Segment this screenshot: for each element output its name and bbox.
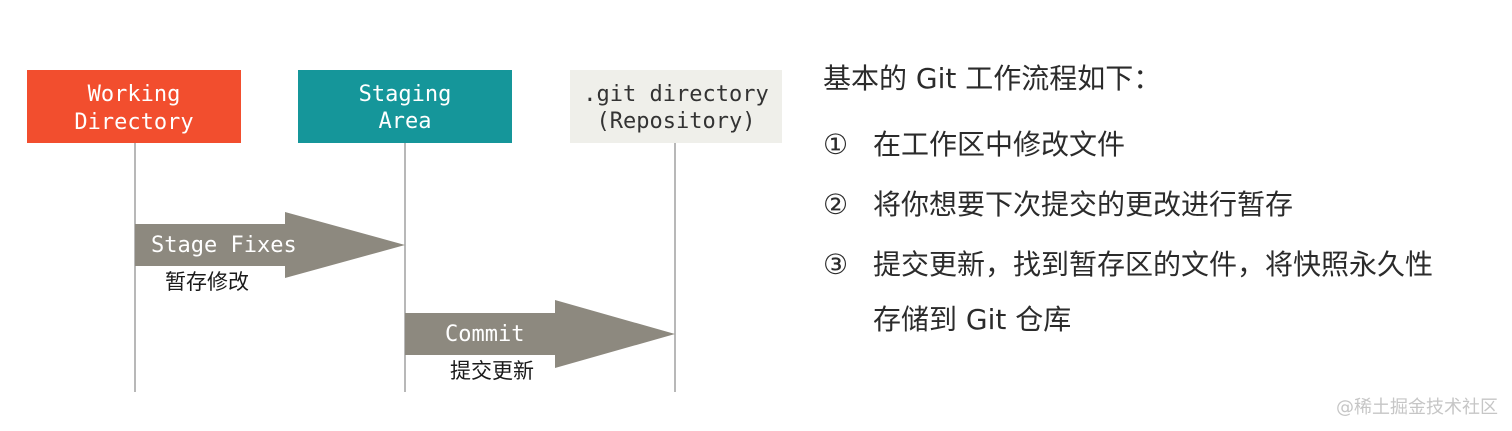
working-directory-label-line1: Working xyxy=(88,82,181,107)
git-workflow-diagram: Working Directory Staging Area .git dire… xyxy=(27,70,782,392)
step-1-number: ① xyxy=(823,128,849,161)
workflow-step-2: ② 将你想要下次提交的更改进行暂存 xyxy=(823,188,1293,222)
step-3-text-continued: 存储到 Git 仓库 xyxy=(873,303,1072,336)
workflow-heading: 基本的 Git 工作流程如下： xyxy=(823,62,1162,95)
stage-fixes-caption: 暂存修改 xyxy=(165,270,249,294)
workflow-step-1: ① 在工作区中修改文件 xyxy=(823,128,1125,162)
stage-fixes-arrow-label: Stage Fixes xyxy=(151,233,297,258)
staging-area-label-line1: Staging xyxy=(359,82,452,107)
step-2-number: ② xyxy=(823,188,849,221)
step-2-text: 将你想要下次提交的更改进行暂存 xyxy=(873,188,1294,221)
working-directory-box-bg xyxy=(27,70,241,143)
stage-fixes-arrow: Stage Fixes 暂存修改 xyxy=(135,212,405,294)
commit-arrow-shape xyxy=(405,300,675,368)
workflow-step-3: ③ 提交更新，找到暂存区的文件，将快照永久性 xyxy=(823,248,1433,282)
repository-label-line1: .git directory xyxy=(583,82,768,107)
working-directory-box: Working Directory xyxy=(27,70,241,143)
staging-area-box-bg xyxy=(298,70,512,143)
repository-box: .git directory (Repository) xyxy=(570,70,782,143)
step-1-text: 在工作区中修改文件 xyxy=(873,128,1126,161)
staging-area-label-line2: Area xyxy=(379,109,432,134)
step-3-number: ③ xyxy=(823,248,849,281)
repository-label-line2: (Repository) xyxy=(597,109,756,134)
working-directory-label-line2: Directory xyxy=(74,110,193,135)
step-3-text: 提交更新，找到暂存区的文件，将快照永久性 xyxy=(873,248,1434,281)
staging-area-box: Staging Area xyxy=(298,70,512,143)
stage-fixes-arrow-shape xyxy=(135,212,405,278)
commit-arrow-label: Commit xyxy=(445,322,524,347)
commit-arrow: Commit 提交更新 xyxy=(405,300,675,383)
repository-box-bg xyxy=(570,70,782,143)
commit-caption: 提交更新 xyxy=(450,359,534,383)
site-watermark: @稀土掘金技术社区 xyxy=(1336,397,1498,418)
